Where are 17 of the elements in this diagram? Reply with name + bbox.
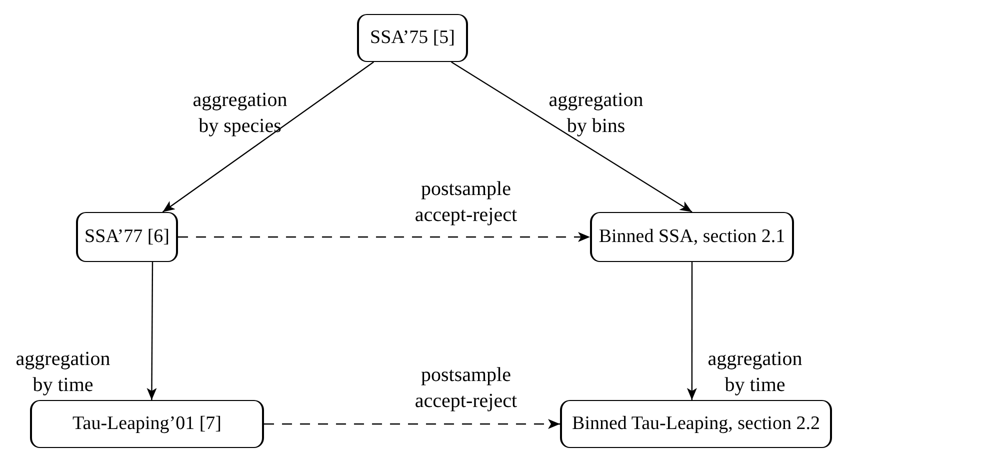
edge-label: aggregation by bins [548, 88, 644, 139]
arrow [162, 62, 374, 212]
process-box: Binned SSA, section 2.1 [590, 212, 794, 262]
arrow [264, 419, 560, 429]
edge-label: aggregation by time [14, 347, 112, 398]
process-box: Tau-Leaping’01 [7] [30, 400, 264, 448]
arrow [686, 262, 697, 400]
process-box: SSA’75 [5] [357, 14, 468, 62]
process-box: SSA’77 [6] [76, 212, 178, 262]
edge-label: postsample accept-reject [414, 177, 518, 228]
edge-label: aggregation by time [706, 347, 804, 398]
arrow [451, 62, 692, 212]
process-box: Binned Tau-Leaping, section 2.2 [560, 400, 832, 448]
edge-label: aggregation by species [192, 88, 288, 139]
edge-label: postsample accept-reject [414, 363, 518, 414]
arrow [178, 232, 590, 242]
arrow [146, 262, 157, 400]
